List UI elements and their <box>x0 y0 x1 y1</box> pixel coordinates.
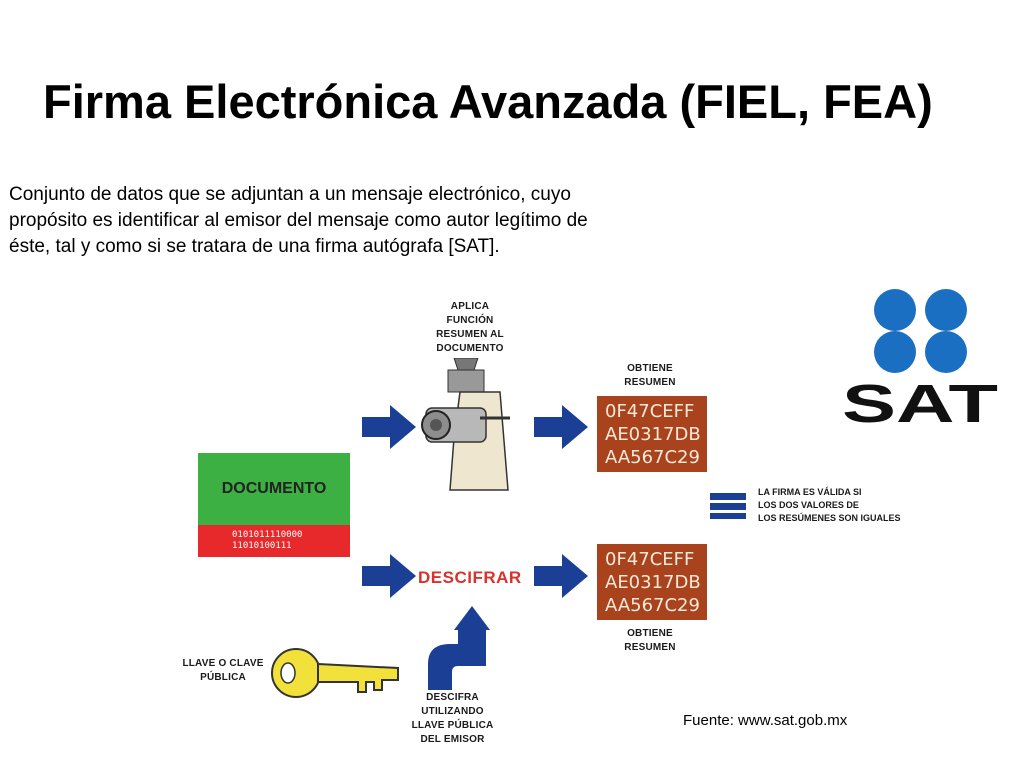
sat-logo-circle <box>874 331 916 373</box>
label-line: UTILIZANDO <box>421 706 484 717</box>
document-block: DOCUMENTO <box>198 453 350 525</box>
arrow-right-icon <box>362 405 416 449</box>
slide-title: Firma Electrónica Avanzada (FIEL, FEA) <box>43 74 943 130</box>
label-line: RESUMEN AL <box>436 329 504 340</box>
hash-line: AE0317DB <box>605 571 707 594</box>
arrow-right-icon <box>362 554 416 598</box>
hash-box-bottom: 0F47CEFF AE0317DB AA567C29 <box>597 544 707 620</box>
slide-description: Conjunto de datos que se adjuntan a un m… <box>9 182 619 260</box>
source-citation: Fuente: www.sat.gob.mx <box>683 712 847 729</box>
obtain-summary-top-label: OBTIENE RESUMEN <box>610 362 690 390</box>
equals-icon <box>710 493 746 519</box>
decrypt-using-label: DESCIFRA UTILIZANDO LLAVE PÚBLICA DEL EM… <box>400 691 505 747</box>
apply-function-label: APLICA FUNCIÓN RESUMEN AL DOCUMENTO <box>420 300 520 356</box>
label-line: DOCUMENTO <box>436 343 503 354</box>
key-icon <box>270 640 402 706</box>
label-line: OBTIENE <box>627 363 673 374</box>
label-line: PÚBLICA <box>200 672 246 683</box>
document-bits: 0101011110000 11010100111 <box>198 525 350 557</box>
label-line: DESCIFRA <box>426 692 479 703</box>
text-line: LOS RESÚMENES SON IGUALES <box>758 513 901 523</box>
label-line: LLAVE O CLAVE <box>182 658 263 669</box>
sat-logo: SAT <box>836 286 1004 432</box>
bits-line: 11010100111 <box>232 541 292 551</box>
hash-line: 0F47CEFF <box>605 548 707 571</box>
arrow-right-icon <box>534 554 588 598</box>
arrow-right-icon <box>534 405 588 449</box>
label-line: OBTIENE <box>627 628 673 639</box>
bits-line: 0101011110000 <box>232 530 302 540</box>
label-line: DEL EMISOR <box>420 734 484 745</box>
hash-line: 0F47CEFF <box>605 400 707 423</box>
label-line: RESUMEN <box>624 642 675 653</box>
sat-logo-circle <box>874 289 916 331</box>
hash-box-top: 0F47CEFF AE0317DB AA567C29 <box>597 396 707 472</box>
label-line: LLAVE PÚBLICA <box>412 720 494 731</box>
hash-line: AA567C29 <box>605 594 707 617</box>
text-line: LA FIRMA ES VÁLIDA SI <box>758 487 862 497</box>
hash-line: AA567C29 <box>605 446 707 469</box>
text-line: LOS DOS VALORES DE <box>758 500 859 510</box>
sat-logo-circle <box>925 331 967 373</box>
sat-logo-text: SAT <box>842 374 998 432</box>
hash-line: AE0317DB <box>605 423 707 446</box>
obtain-summary-bottom-label: OBTIENE RESUMEN <box>610 627 690 655</box>
valid-signature-text: LA FIRMA ES VÁLIDA SI LOS DOS VALORES DE… <box>758 486 901 525</box>
label-line: APLICA <box>451 301 489 312</box>
public-key-label: LLAVE O CLAVE PÚBLICA <box>178 657 268 685</box>
arrow-up-curved-icon <box>412 600 496 692</box>
hash-function-grinder-icon <box>420 358 520 496</box>
decrypt-label: DESCIFRAR <box>418 568 522 588</box>
label-line: RESUMEN <box>624 377 675 388</box>
label-line: FUNCIÓN <box>447 315 494 326</box>
sat-logo-circle <box>925 289 967 331</box>
